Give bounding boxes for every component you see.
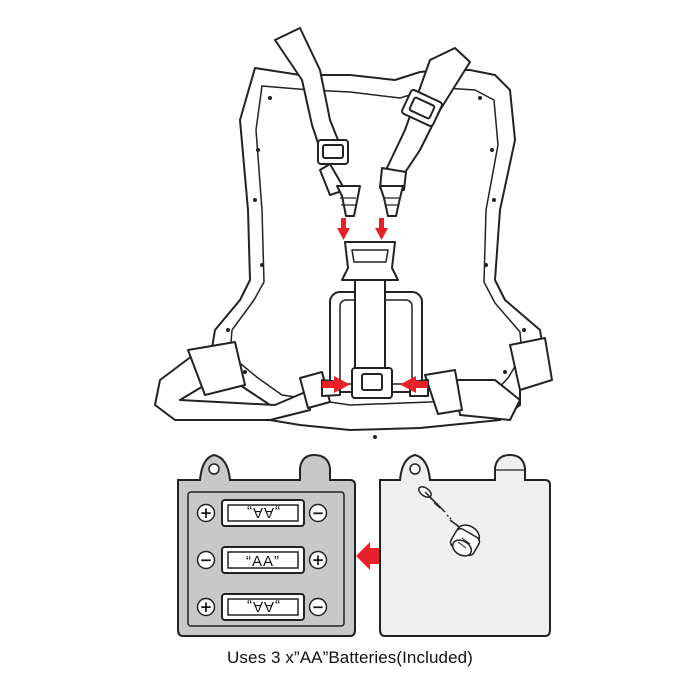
screwdriver-icon — [449, 519, 481, 557]
battery-1-left-polarity: + — [200, 504, 213, 522]
left-shoulder-strap — [274, 27, 361, 217]
battery-3-right-polarity: − — [312, 598, 325, 616]
battery-3-left-polarity: + — [200, 598, 213, 616]
harness-arrows — [322, 218, 428, 393]
caption: Uses 3 x”AA”Batteries(Included) — [227, 648, 473, 667]
battery-2-left-polarity: − — [200, 551, 213, 569]
battery-slot-2: “AA” − + — [196, 546, 328, 574]
battery-2-right-polarity: + — [312, 551, 325, 569]
right-shoulder-strap — [379, 47, 471, 217]
plate-screws — [226, 96, 526, 439]
battery-slot-1: „AA„ + − — [196, 499, 328, 527]
chest-buckle-assembly — [329, 241, 423, 399]
insert-arrow — [356, 542, 380, 570]
battery-1-label: „AA„ — [246, 504, 280, 521]
battery-2-label: “AA” — [246, 553, 280, 570]
battery-1-right-polarity: − — [312, 504, 325, 522]
battery-slot-3: „AA„ + − — [196, 593, 328, 621]
screw-icon — [418, 486, 452, 520]
battery-3-label: „AA„ — [246, 598, 280, 615]
